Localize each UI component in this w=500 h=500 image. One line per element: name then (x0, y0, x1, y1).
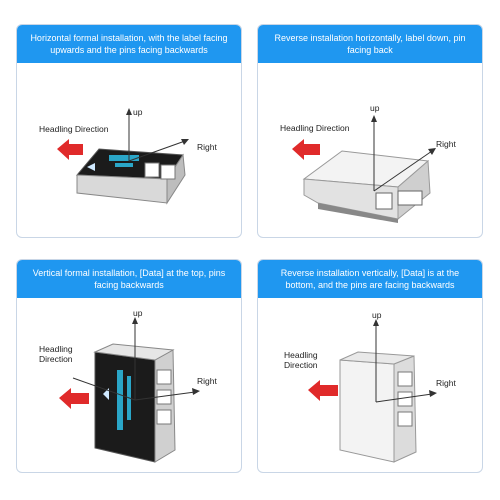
heading-label: Headling (284, 350, 318, 360)
axis-arrow-icon (371, 115, 377, 122)
flight-controller-icon (339, 351, 417, 463)
axis-arrow-icon (429, 390, 437, 397)
up-label: up (370, 103, 380, 113)
heading-arrow-icon (308, 380, 338, 401)
panel-horizontal-formal: Horizontal formal installation, with the… (16, 24, 242, 238)
up-label: up (133, 107, 143, 117)
panel-vertical-reverse: Reverse installation vertically, [Data] … (257, 259, 483, 473)
panel-horizontal-reverse: Reverse installation horizontally, label… (257, 24, 483, 238)
axis-heading-line (72, 377, 136, 401)
up-label: up (372, 310, 382, 320)
heading-label: Headling Direction (39, 124, 109, 134)
heading-arrow-icon (292, 139, 320, 160)
diagram-horizontal-reverse: up Right Headling Direction (280, 103, 456, 223)
flight-controller-icon (302, 150, 431, 223)
panel-title: Reverse installation vertically, [Data] … (258, 260, 482, 298)
panel-title: Reverse installation horizontally, label… (258, 25, 482, 63)
axis-right-line (134, 391, 196, 401)
heading-arrow-icon (59, 388, 89, 409)
right-label: Right (197, 142, 217, 152)
right-label: Right (197, 376, 217, 386)
panel-title: Vertical formal installation, [Data] at … (17, 260, 241, 298)
right-label: Right (436, 378, 456, 388)
heading-label: Headling (39, 344, 73, 354)
flight-controller-icon (93, 343, 176, 463)
axis-right-line (375, 393, 433, 403)
heading-label: Direction (284, 360, 318, 370)
right-label: Right (436, 139, 456, 149)
axis-arrow-icon (126, 108, 132, 115)
axis-arrow-icon (181, 139, 189, 145)
axis-arrow-icon (132, 317, 138, 324)
heading-label: Direction (39, 354, 73, 364)
up-label: up (133, 308, 143, 318)
axis-right-line (373, 150, 433, 192)
heading-label: Headling Direction (280, 123, 350, 133)
axis-arrow-icon (428, 148, 436, 155)
panel-vertical-formal: Vertical formal installation, [Data] at … (16, 259, 242, 473)
axis-right-line (128, 140, 186, 162)
axis-arrow-icon (373, 319, 379, 326)
diagram-vertical-reverse: up Right Headling Direction (284, 310, 456, 463)
heading-arrow-icon (57, 139, 83, 160)
panel-title: Horizontal formal installation, with the… (17, 25, 241, 63)
diagram-vertical-formal: up Right Headling Direction (39, 308, 217, 463)
flight-controller-icon (75, 148, 186, 205)
diagram-horizontal-formal: up Right Headling Direction (39, 107, 217, 205)
axis-arrow-icon (192, 388, 200, 395)
